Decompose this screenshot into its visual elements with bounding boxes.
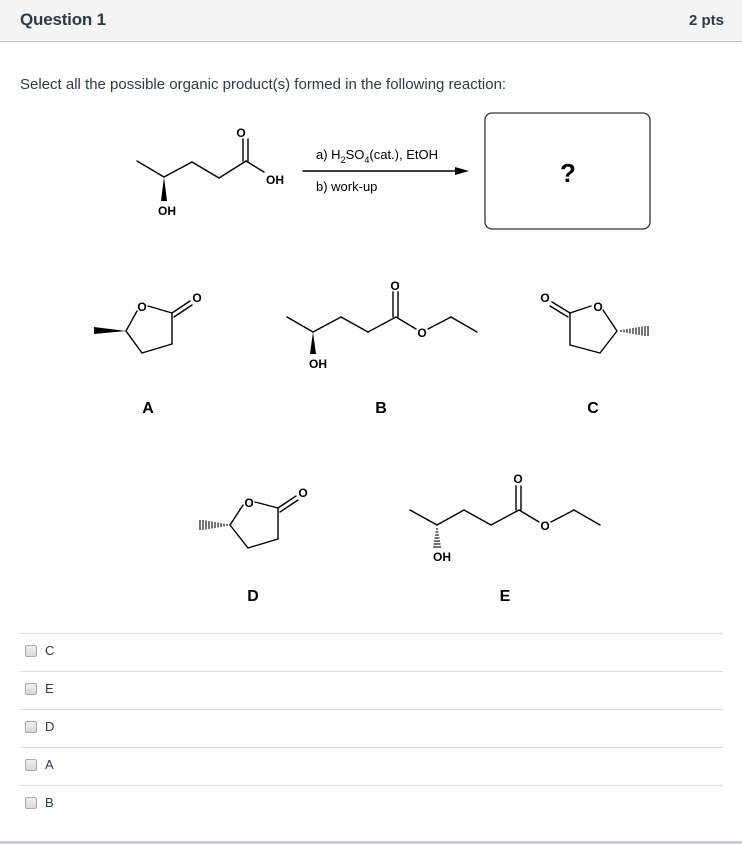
structure-label-c: C (587, 400, 599, 417)
sm-carbonyl-o: O (236, 126, 245, 140)
answer-option-c[interactable]: C (20, 633, 723, 671)
a-ring-o: O (137, 300, 146, 314)
answer-label[interactable]: D (45, 719, 55, 734)
question-title: Question 1 (20, 10, 106, 29)
answer-checkbox[interactable] (25, 721, 37, 733)
answer-checkbox[interactable] (25, 683, 37, 695)
answer-label[interactable]: B (45, 795, 54, 810)
answer-label[interactable]: A (45, 757, 54, 772)
e-oh: OH (433, 550, 451, 564)
product-box (484, 112, 651, 230)
structure-b (286, 291, 478, 354)
question-bottom-border (0, 841, 742, 844)
condition-step-a: a) H2SO4(cat.), EtOH (316, 147, 438, 165)
answer-checkbox[interactable] (25, 645, 37, 657)
question-header: Question 1 2 pts (0, 0, 742, 42)
answer-option-b[interactable]: B (20, 785, 723, 823)
a-carbonyl-o: O (192, 291, 201, 305)
answer-option-e[interactable]: E (20, 671, 723, 709)
question-prompt: Select all the possible organic product(… (20, 76, 507, 93)
c-ring-o: O (593, 300, 602, 314)
answer-list: C E D A B (20, 633, 723, 823)
structure-label-b: B (375, 400, 387, 417)
b-carbonyl-o: O (390, 279, 399, 293)
question-points: 2 pts (688, 12, 724, 29)
product-placeholder: ? (560, 158, 576, 188)
d-carbonyl-o: O (298, 486, 307, 500)
structure-label-e: E (500, 588, 511, 605)
answer-label[interactable]: E (45, 681, 54, 696)
structure-label-a: A (142, 400, 154, 417)
structure-c (549, 301, 618, 354)
condition-step-b: b) work-up (316, 179, 377, 194)
c-carbonyl-o: O (540, 291, 549, 305)
structure-e (409, 485, 601, 526)
b-oh: OH (309, 357, 327, 371)
reaction-scheme: O OH OH O O O O OH O O O O O O OH a) H2S… (94, 112, 651, 605)
b-ester-o: O (417, 326, 426, 340)
d-ring-o: O (244, 496, 253, 510)
answer-option-a[interactable]: A (20, 747, 723, 785)
answer-checkbox[interactable] (25, 759, 37, 771)
sm-acid-oh: OH (266, 173, 284, 187)
sm-alcohol-oh: OH (158, 204, 176, 218)
e-ester-o: O (540, 519, 549, 533)
starting-material (136, 138, 265, 201)
structure-label-d: D (247, 588, 259, 605)
answer-checkbox[interactable] (25, 797, 37, 809)
answer-option-d[interactable]: D (20, 709, 723, 747)
structure-a (94, 300, 193, 354)
e-carbonyl-o: O (513, 472, 522, 486)
answer-label[interactable]: C (45, 643, 55, 658)
structure-d (229, 495, 299, 549)
